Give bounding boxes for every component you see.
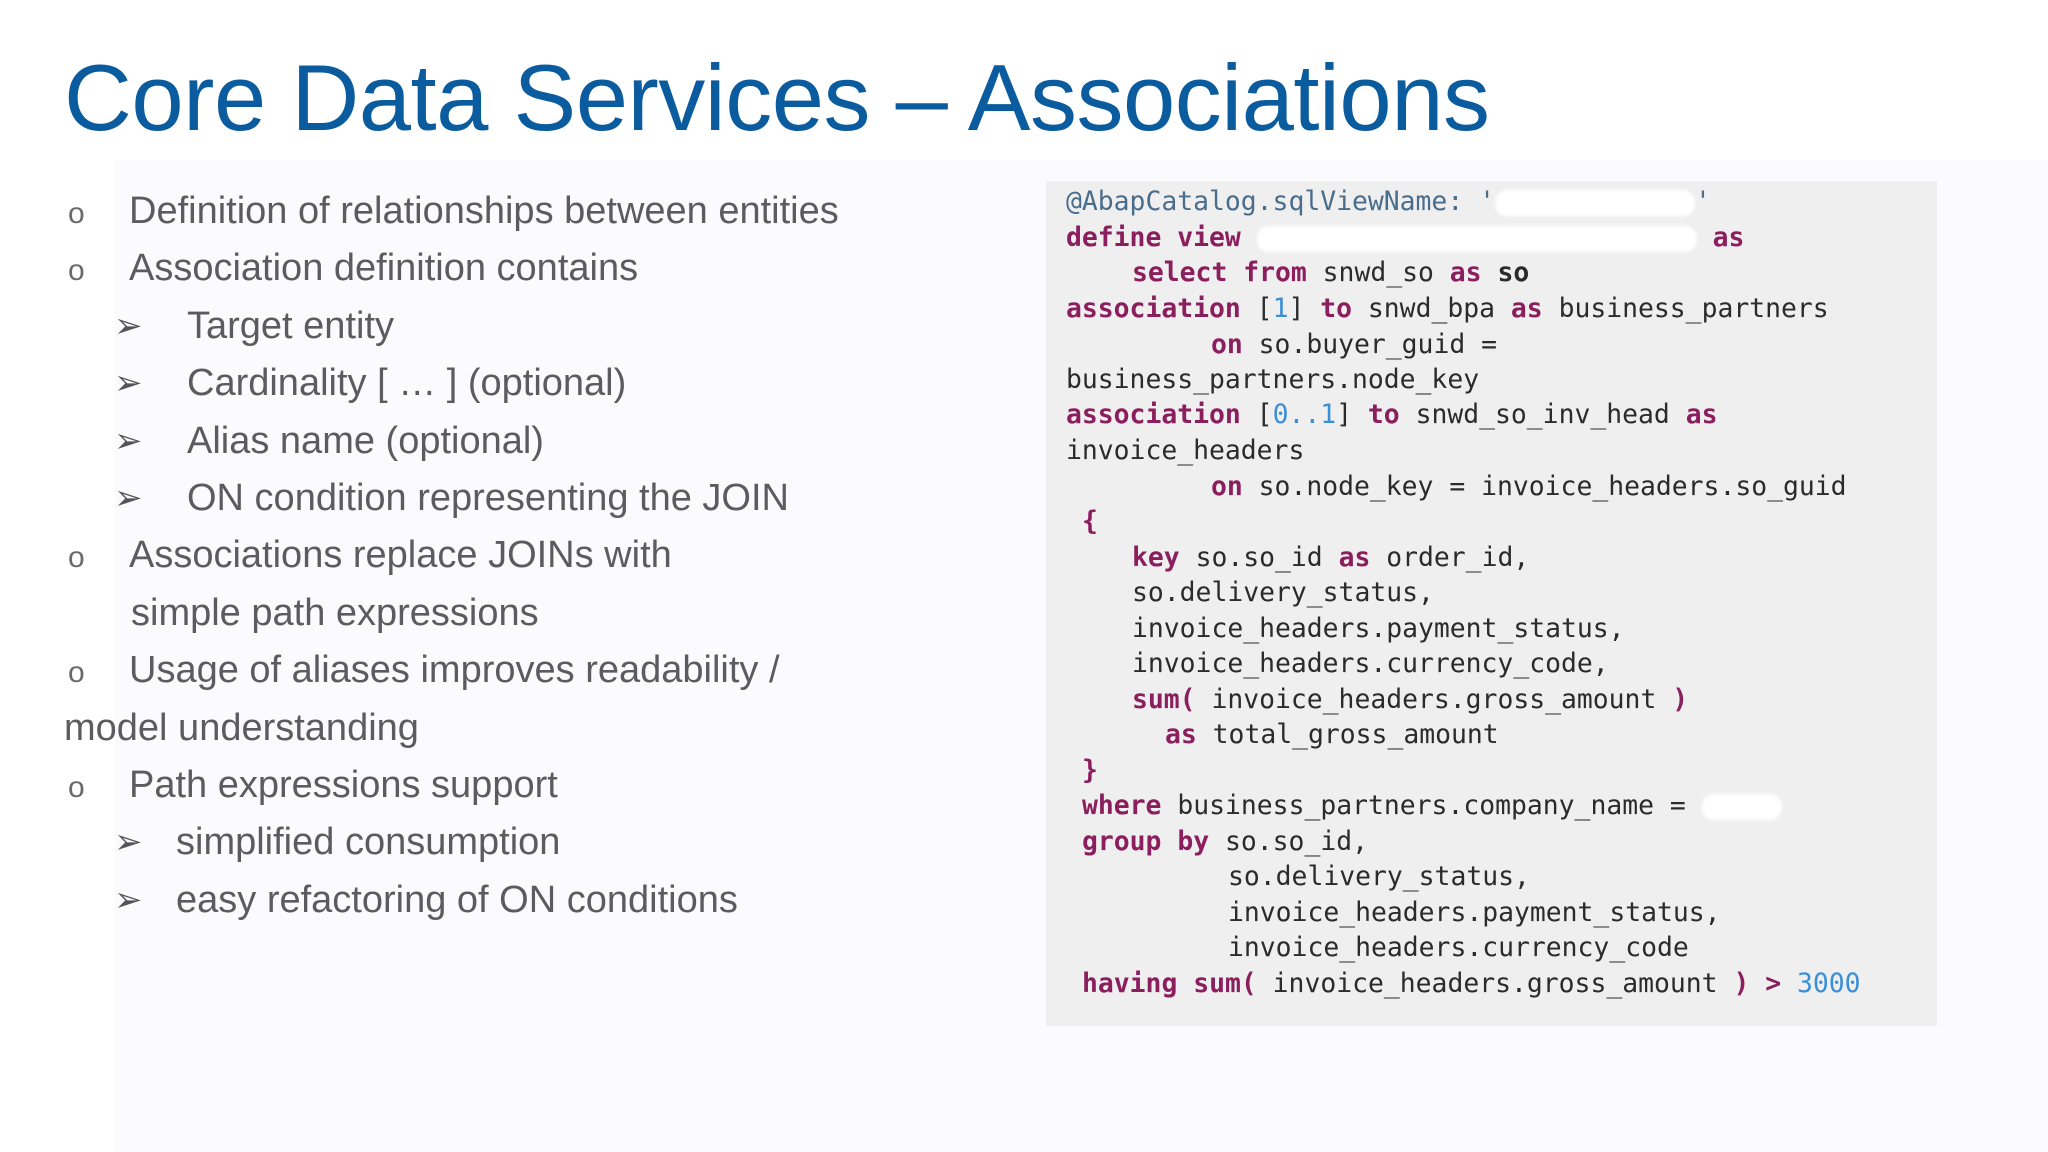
code-line: group by so.so_id, xyxy=(1082,826,1368,857)
bullet-item: o Associations replace JOINs with xyxy=(64,527,1024,584)
code-line: business_partners.node_key xyxy=(1066,364,1480,395)
sub-bullet-item: ➢ easy refactoring of ON conditions xyxy=(64,872,1024,929)
arrow-bullet-icon: ➢ xyxy=(114,880,143,919)
code-line: association [0..1] to snwd_so_inv_head a… xyxy=(1066,399,1718,430)
code-line: so.delivery_status, xyxy=(1132,577,1434,608)
slide-title: Core Data Services – Associations xyxy=(64,45,1490,150)
sub-bullet-item: ➢ Target entity xyxy=(64,298,1024,355)
arrow-bullet-icon: ➢ xyxy=(114,823,143,862)
bullet-continuation: simple path expressions xyxy=(64,585,1024,642)
sub-bullet-text: ON condition representing the JOIN xyxy=(187,476,789,519)
bullet-item: o Usage of aliases improves readability … xyxy=(64,642,1024,699)
bullet-text: model understanding xyxy=(64,706,419,749)
bullet-continuation: model understanding xyxy=(64,700,1024,757)
bullet-text: Associations replace JOINs with xyxy=(129,534,672,577)
sub-bullet-text: Cardinality [ … ] (optional) xyxy=(187,362,627,405)
code-line: on so.node_key = invoice_headers.so_guid xyxy=(1211,471,1847,502)
sub-bullet-text: Target entity xyxy=(187,304,394,347)
arrow-bullet-icon: ➢ xyxy=(114,478,143,517)
arrow-bullet-icon: ➢ xyxy=(114,421,143,460)
bullet-text: Usage of aliases improves readability / xyxy=(129,649,780,692)
bullet-item: o Path expressions support xyxy=(64,757,1024,814)
sub-bullet-item: ➢ simplified consumption xyxy=(64,814,1024,871)
redacted-name xyxy=(1256,225,1697,252)
code-line: invoice_headers.currency_code, xyxy=(1132,648,1609,679)
arrow-bullet-icon: ➢ xyxy=(114,306,143,345)
bullet-circle-icon: o xyxy=(68,197,85,230)
sub-bullet-item: ➢ ON condition representing the JOIN xyxy=(64,470,1024,527)
sub-bullet-text: easy refactoring of ON conditions xyxy=(176,878,738,921)
bullet-text: Association definition contains xyxy=(129,247,639,290)
code-line: association [1] to snwd_bpa as business_… xyxy=(1066,293,1829,324)
code-line: invoice_headers xyxy=(1066,435,1305,466)
bullet-text: Definition of relationships between enti… xyxy=(129,190,839,232)
sub-bullet-text: Alias name (optional) xyxy=(187,419,544,462)
bullet-text: Path expressions support xyxy=(129,763,558,806)
redacted-name xyxy=(1495,189,1695,216)
code-line: on so.buyer_guid = xyxy=(1211,329,1497,360)
bullet-list: o Definition of relationships between en… xyxy=(64,183,1024,929)
redacted-value xyxy=(1701,793,1782,820)
bullet-circle-icon: o xyxy=(68,770,85,804)
bullet-circle-icon: o xyxy=(68,656,85,690)
arrow-bullet-icon: ➢ xyxy=(114,364,143,403)
code-line: } xyxy=(1082,755,1098,786)
sub-bullet-text: simplified consumption xyxy=(176,821,561,864)
sub-bullet-item: ➢ Cardinality [ … ] (optional) xyxy=(64,355,1024,412)
code-line: { xyxy=(1082,506,1098,537)
code-line: invoice_headers.payment_status, xyxy=(1132,613,1625,644)
code-line: so.delivery_status, xyxy=(1228,861,1530,892)
code-line: select from snwd_so as so xyxy=(1132,257,1530,288)
bullet-circle-icon: o xyxy=(68,254,85,288)
code-line: having sum( invoice_headers.gross_amount… xyxy=(1082,968,1861,999)
code-sample-panel: @AbapCatalog.sqlViewName: '' define view… xyxy=(1046,181,1937,1026)
sub-bullet-item: ➢ Alias name (optional) xyxy=(64,413,1024,470)
code-line: sum( invoice_headers.gross_amount ) xyxy=(1132,684,1689,715)
code-line: define view as xyxy=(1066,222,1745,253)
bullet-item: o Association definition contains xyxy=(64,240,1024,297)
code-line: @AbapCatalog.sqlViewName: '' xyxy=(1066,186,1711,217)
bullet-circle-icon: o xyxy=(68,541,85,575)
code-line: invoice_headers.currency_code xyxy=(1228,932,1689,963)
code-line: where business_partners.company_name = xyxy=(1082,788,1782,824)
code-line: invoice_headers.payment_status, xyxy=(1228,897,1721,928)
bullet-item: o Definition of relationships between en… xyxy=(64,183,1024,240)
code-line: key so.so_id as order_id, xyxy=(1132,542,1530,573)
bullet-text: simple path expressions xyxy=(131,591,539,634)
code-line: as total_gross_amount xyxy=(1165,719,1499,750)
